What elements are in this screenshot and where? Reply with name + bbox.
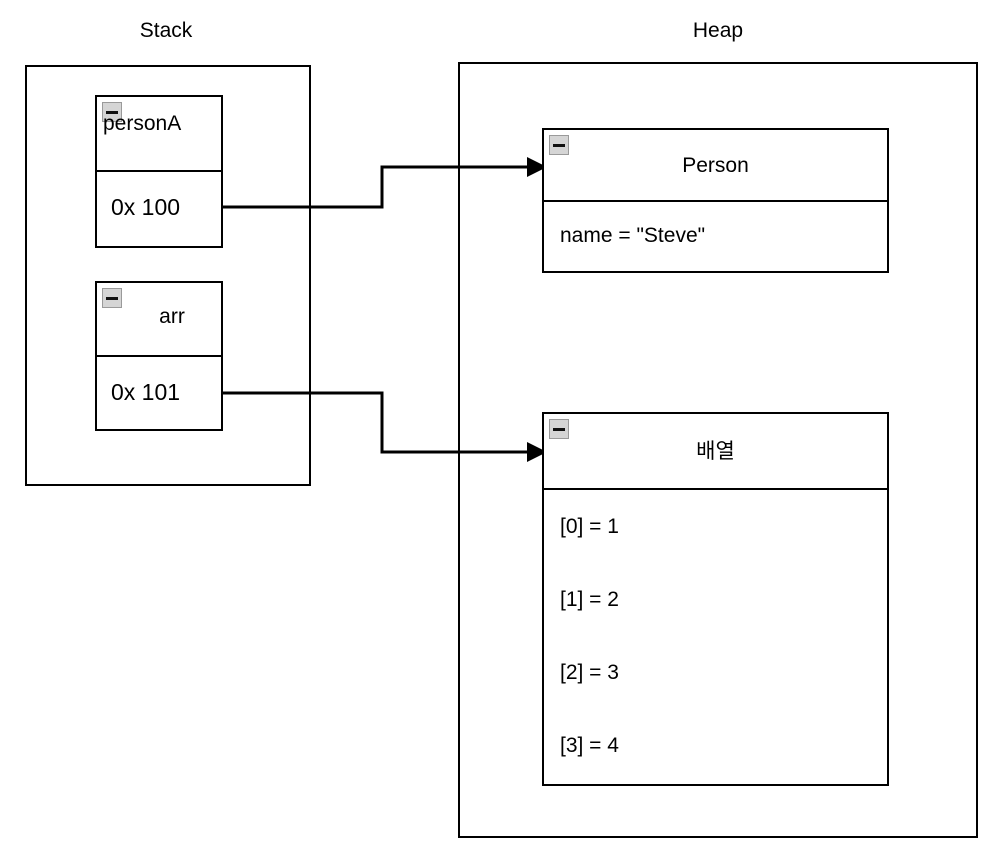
stack-region-title: Stack xyxy=(139,19,193,42)
heap-object-array-title: 배열 xyxy=(696,439,735,463)
minus-collapse-icon[interactable] xyxy=(102,102,122,122)
heap-object-person-header: Person xyxy=(544,130,887,202)
heap-object-array-header: 배열 xyxy=(544,414,887,490)
heap-object-array[interactable]: 배열 [0] = 1 [1] = 2 [2] = 3 [3] = 4 xyxy=(542,412,889,786)
stack-frame-persona-address: 0x 100 xyxy=(111,194,181,220)
minus-collapse-icon[interactable] xyxy=(102,288,122,308)
stack-frame-persona-label: personA xyxy=(103,112,182,135)
stack-frame-persona[interactable]: personA 0x 100 xyxy=(95,95,223,248)
heap-object-person-title: Person xyxy=(682,153,749,177)
heap-object-person[interactable]: Person name = "Steve" xyxy=(542,128,889,273)
heap-object-array-element-1: [1] = 2 xyxy=(560,588,619,611)
heap-object-array-element-0: [0] = 1 xyxy=(560,515,619,538)
stack-frame-arr[interactable]: arr 0x 101 xyxy=(95,281,223,431)
stack-frame-arr-address: 0x 101 xyxy=(111,379,181,405)
heap-object-person-body: name = "Steve" xyxy=(544,202,887,271)
stack-frame-arr-header: arr xyxy=(97,283,221,357)
minus-collapse-icon[interactable] xyxy=(549,135,569,155)
heap-object-array-body: [0] = 1 [1] = 2 [2] = 3 [3] = 4 xyxy=(544,490,887,784)
stack-frame-persona-header: personA xyxy=(97,97,221,172)
heap-object-person-field: name = "Steve" xyxy=(560,224,706,247)
stack-frame-persona-body: 0x 100 xyxy=(97,172,221,246)
heap-object-array-element-3: [3] = 4 xyxy=(560,734,619,757)
stack-frame-arr-body: 0x 101 xyxy=(97,357,221,429)
heap-object-array-element-2: [2] = 3 xyxy=(560,661,619,684)
stack-frame-arr-label: arr xyxy=(159,305,185,328)
minus-collapse-icon[interactable] xyxy=(549,419,569,439)
heap-region-title: Heap xyxy=(692,19,744,42)
